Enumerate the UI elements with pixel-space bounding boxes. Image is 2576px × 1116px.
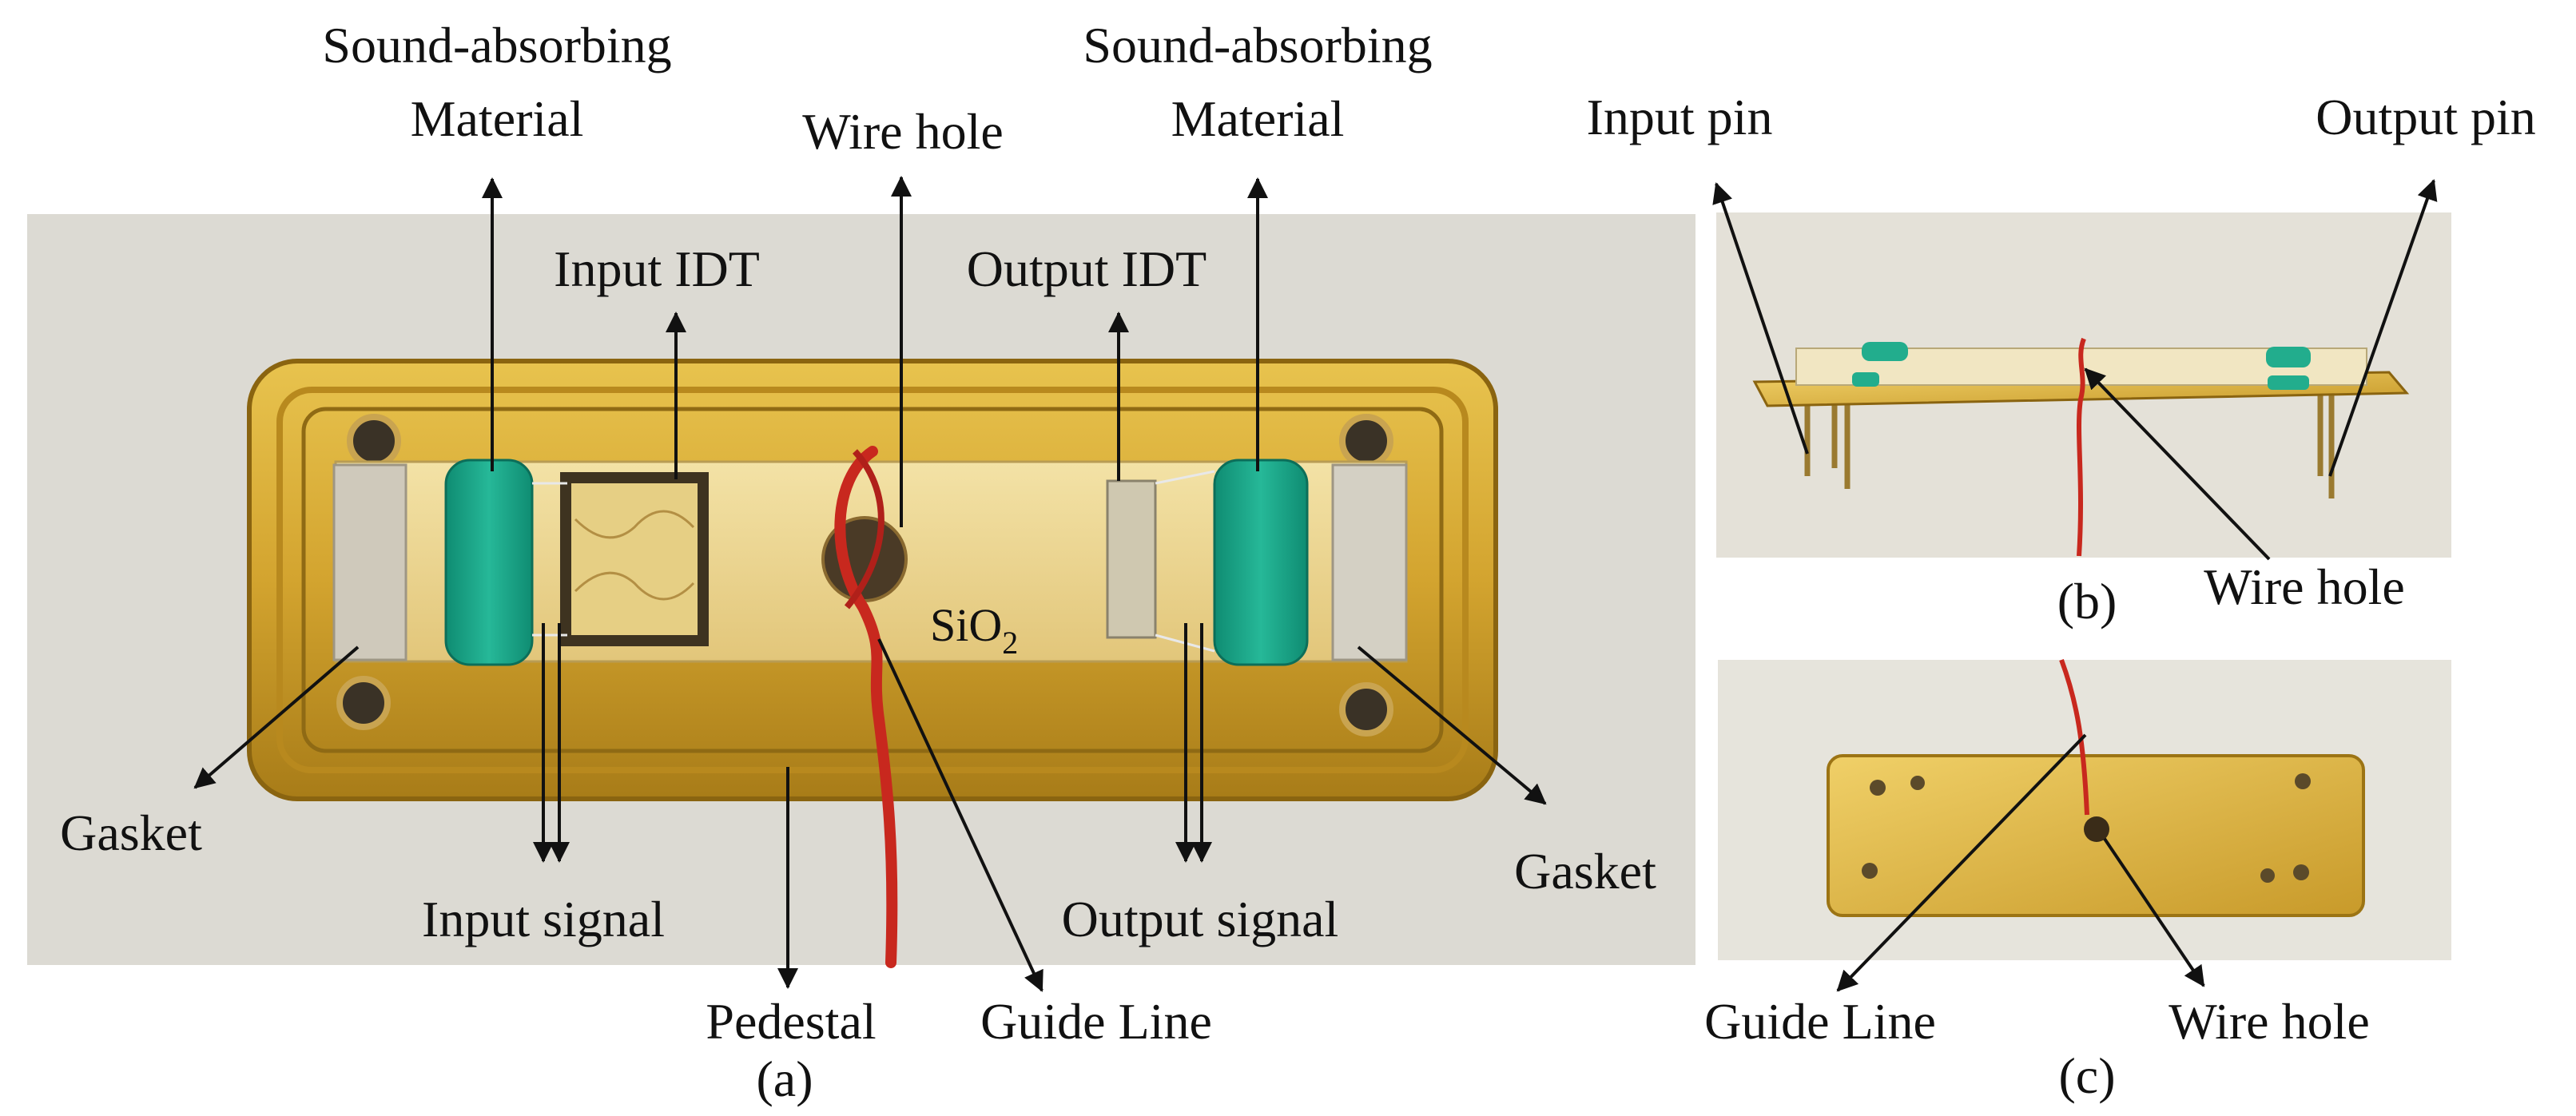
label-input-signal: Input signal (422, 891, 665, 947)
input-idt-shape (560, 472, 709, 646)
panel-a-arrows (193, 176, 1547, 992)
panel-b: Input pin Output pin Wire hole (b) (1587, 89, 2536, 629)
label-guide-line-a: Guide Line (980, 993, 1212, 1050)
absorber-left-shape (444, 459, 534, 666)
arrow-gasket-left (193, 645, 360, 789)
pedestal-holes-c (1862, 773, 2311, 883)
arrow-guide-line-c (1836, 733, 2087, 992)
pedestal-groove (301, 407, 1444, 753)
label-guide-line-c: Guide Line (1704, 993, 1936, 1050)
absorber-b-left-2 (1852, 372, 1879, 387)
guide-wire-b (2077, 337, 2086, 557)
label-gasket-right: Gasket (1514, 843, 1656, 900)
label-sound-absorbing-left-2: Material (411, 90, 584, 147)
caption-b: (b) (2057, 573, 2117, 629)
output-idt-shape (1106, 479, 1157, 639)
pedestal-inner-rim (276, 387, 1469, 773)
label-pedestal: Pedestal (706, 993, 876, 1050)
label-sound-absorbing-right-1: Sound-absorbing (1083, 17, 1432, 73)
arrow-gasket-right (1357, 645, 1547, 805)
label-output-pin: Output pin (2316, 89, 2536, 145)
absorber-b-left (1862, 342, 1908, 361)
arrow-guide-line-a (877, 638, 1044, 992)
label-input-idt: Input IDT (554, 240, 760, 297)
screw-top-left (347, 414, 401, 468)
gasket-right-shape (1331, 463, 1408, 661)
screw-bottom-right (1339, 682, 1393, 737)
panel-b-arrows (1712, 179, 2438, 561)
screw-bottom-left (336, 676, 391, 730)
label-sound-absorbing-left-1: Sound-absorbing (322, 17, 671, 73)
bond-wires (532, 470, 1215, 653)
gasket-left-shape (332, 463, 407, 661)
wire-hole-c (2084, 816, 2109, 842)
arrow-wire-hole-c (2103, 837, 2205, 987)
panel-c-arrows (1836, 733, 2205, 992)
caption-c: (c) (2058, 1047, 2115, 1104)
label-output-idt: Output IDT (967, 240, 1207, 297)
input-idt-pattern (574, 510, 695, 601)
arrow-wire-hole-b (2084, 367, 2271, 561)
guide-wire-shape (834, 446, 898, 968)
caption-a: (a) (756, 1050, 813, 1107)
label-output-signal: Output signal (1062, 891, 1339, 947)
guide-wire-loop (844, 449, 885, 610)
screw-top-right (1339, 414, 1393, 468)
absorber-right-shape (1213, 459, 1309, 666)
guide-wire-c (2059, 658, 2089, 816)
absorber-b-right-2 (2268, 375, 2309, 390)
panel-a: Sound-absorbing Material Wire hole Sound… (27, 17, 1695, 1107)
absorber-b-right (2266, 347, 2311, 367)
label-sio2: SiO2 (930, 599, 1018, 661)
label-sound-absorbing-right-2: Material (1171, 90, 1345, 147)
arrow-output-pin (2328, 179, 2438, 477)
label-wire-hole-b: Wire hole (2204, 558, 2405, 615)
label-gasket-left: Gasket (60, 804, 202, 861)
label-input-pin: Input pin (1587, 89, 1773, 145)
panel-c: Guide Line Wire hole (c) (1704, 658, 2451, 1104)
arrow-input-pin (1712, 182, 1809, 455)
label-wire-hole-c: Wire hole (2169, 993, 2370, 1050)
label-wire-hole-a: Wire hole (802, 103, 1004, 160)
